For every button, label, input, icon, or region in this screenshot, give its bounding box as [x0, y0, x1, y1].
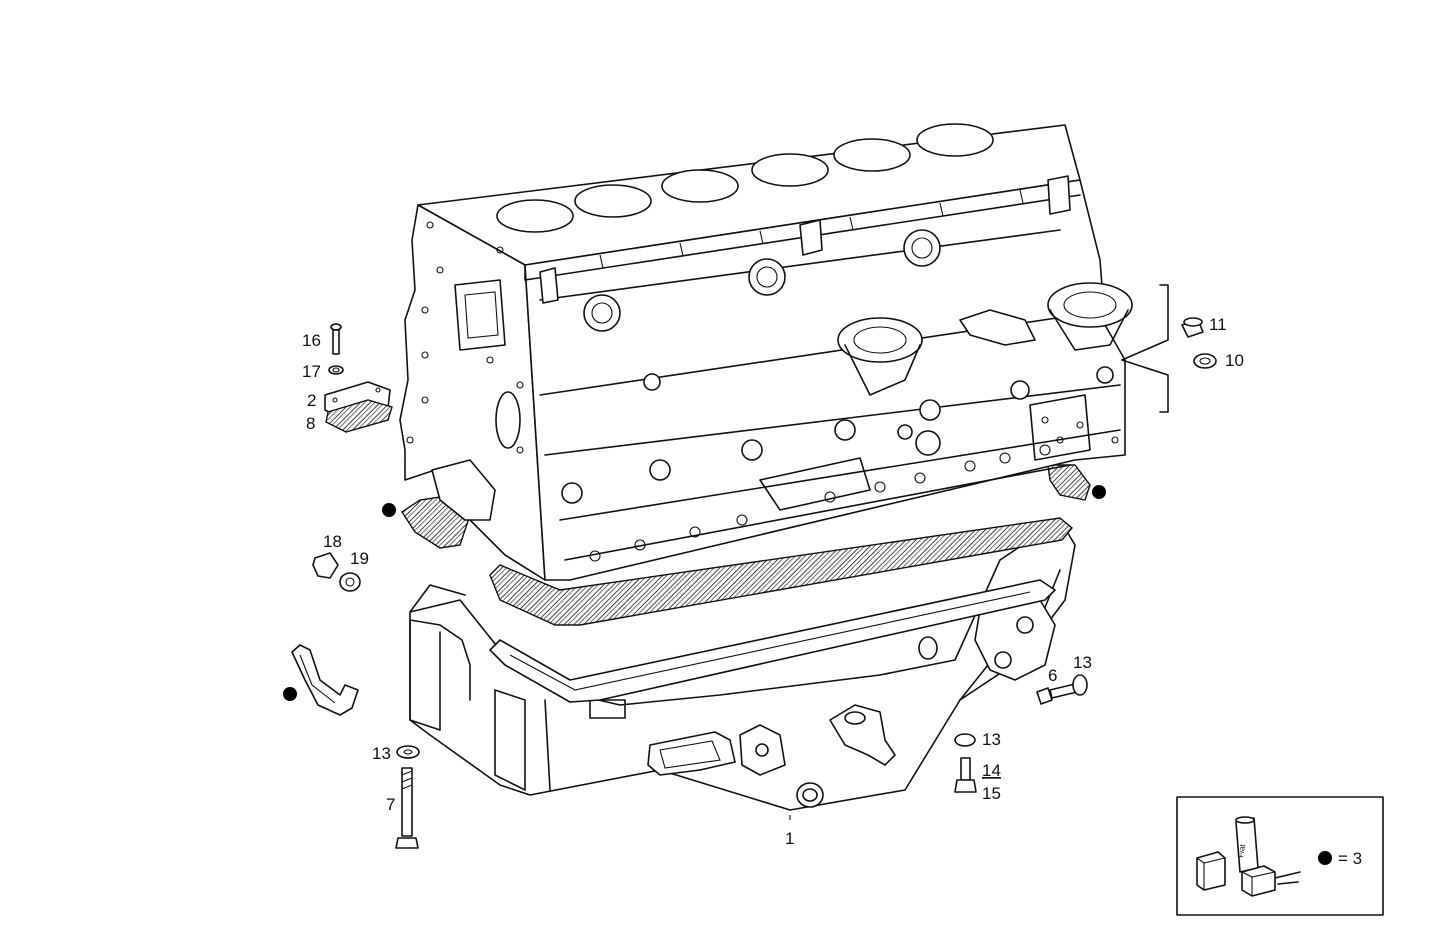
- plug-11: [1181, 317, 1204, 338]
- stud-7: [395, 767, 419, 849]
- support-bracket: [291, 644, 359, 716]
- screw-14-15: [954, 757, 977, 793]
- callout-8: 8: [306, 414, 315, 433]
- washer-13-left: [396, 745, 420, 759]
- gasket-8: [325, 399, 393, 433]
- callout-7: 7: [386, 795, 395, 814]
- washer-13-right: [1072, 674, 1088, 696]
- callout-10: 10: [1225, 351, 1244, 370]
- bolt-6: [1036, 683, 1078, 705]
- cylinder-block: [399, 123, 1133, 581]
- callout-14: 14: [982, 761, 1001, 780]
- callout-16: 16: [302, 331, 321, 350]
- sealant-tube-icon: Fiat: [1235, 816, 1259, 873]
- callout-13-right: 13: [1073, 653, 1092, 672]
- washer-10: [1193, 353, 1217, 369]
- callout-6: 6: [1048, 666, 1057, 685]
- washer-19: [339, 572, 361, 592]
- sealant-dot-rear: [1092, 485, 1106, 499]
- bolt-16: [330, 323, 342, 355]
- bracket-brace: [1121, 284, 1169, 413]
- callout-2: 2: [307, 391, 316, 410]
- legend-box: Fiat = 3: [1176, 796, 1384, 916]
- legend-equals-label: = 3: [1338, 849, 1362, 868]
- callout-15: 15: [982, 784, 1001, 803]
- washer-13-mid: [954, 733, 976, 747]
- washer-17: [328, 365, 344, 375]
- rear-gasket: [1047, 464, 1091, 501]
- legend-dot: [1318, 851, 1332, 865]
- oil-pan: [409, 519, 1076, 811]
- sealant-tube-label: Fiat: [1236, 843, 1247, 858]
- callout-18: 18: [323, 532, 342, 551]
- nut-18: [312, 552, 339, 579]
- callout-1: 1: [785, 829, 794, 848]
- callout-13-mid: 13: [982, 730, 1001, 749]
- callout-11: 11: [1209, 315, 1227, 334]
- sealant-dot-bracket: [283, 687, 297, 701]
- oil-pan-gasket: [489, 517, 1073, 703]
- sealant-box-icon-left: [1196, 851, 1226, 891]
- callout-19: 19: [350, 549, 369, 568]
- callout-13-left: 13: [372, 744, 391, 763]
- callout-17: 17: [302, 362, 321, 381]
- sealant-box-icon-right: [1241, 865, 1301, 897]
- sealant-dot-front: [382, 503, 396, 517]
